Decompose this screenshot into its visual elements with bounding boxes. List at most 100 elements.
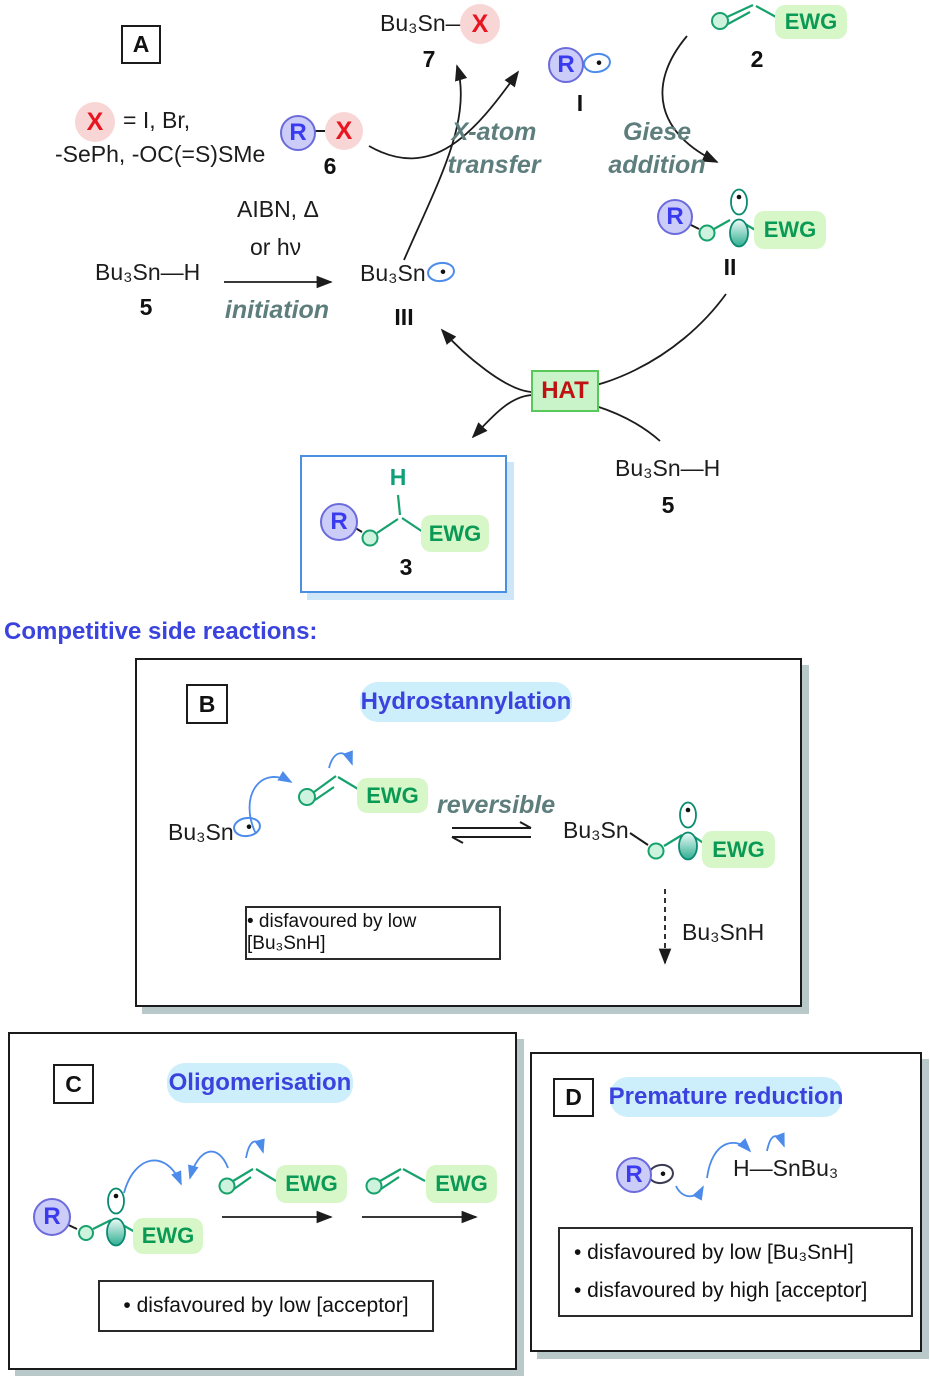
step-giese-addition: Giese addition <box>608 116 705 181</box>
ewg-highlight-II: EWG <box>754 211 826 249</box>
ewg-label: EWG <box>366 782 419 808</box>
arrow-III-to-7 <box>403 64 468 261</box>
radical-orbital-III <box>427 261 455 283</box>
b-adduct-prefix: Bu₃Sn <box>563 817 629 843</box>
panel-d-label: D <box>553 1078 594 1117</box>
side-reactions-heading: Competitive side reactions: <box>4 618 318 645</box>
c-note-box: • disfavoured by low [acceptor] <box>98 1280 434 1332</box>
step-line: Giese <box>622 118 692 146</box>
num-6: 6 <box>323 153 337 179</box>
ewg-highlight-c-acceptor2: EWG <box>426 1165 497 1203</box>
hat-badge: HAT <box>531 370 599 412</box>
num-7: 7 <box>422 46 436 72</box>
x-circle-legend: X <box>75 102 115 142</box>
x-letter: X <box>471 9 489 38</box>
note-text: • disfavoured by low [Bu₃SnH] <box>574 1241 854 1265</box>
ewg-label: EWG <box>428 520 482 546</box>
b-note-box: • disfavoured by low [Bu₃SnH] <box>245 906 501 960</box>
r-letter: R <box>666 203 684 230</box>
r-circle-product: R <box>320 503 358 541</box>
black-bonds <box>61 130 700 1230</box>
r-circle-6: R <box>280 115 316 151</box>
tin-halide-formula: Bu₃Sn— <box>380 10 469 36</box>
x-legend-line1: = I, Br, <box>123 107 191 133</box>
conditions-line1: AIBN, Δ <box>237 196 319 222</box>
note-text: • disfavoured by high [acceptor] <box>574 1279 868 1302</box>
ewg-label: EWG <box>285 1171 338 1196</box>
r-circle-d: R <box>616 1157 652 1193</box>
x-letter: X <box>335 116 353 145</box>
radical-orbital-b <box>233 816 261 838</box>
premature-reduction-title: Premature reduction <box>608 1077 844 1117</box>
b-tin-hydride: Bu₃SnH <box>682 919 765 945</box>
r-circle-c: R <box>33 1198 71 1236</box>
arrow-6-to-I <box>368 70 520 160</box>
b-tin-radical: Bu₃Sn <box>168 819 234 845</box>
step-x-atom-transfer: X-atom transfer <box>447 116 540 181</box>
p-orbital-c-radical <box>106 1187 126 1247</box>
oligomerisation-title: Oligomerisation <box>167 1063 353 1103</box>
step-line: addition <box>608 150 706 179</box>
initiation-label: initiation <box>224 296 330 324</box>
r-letter: R <box>625 1161 643 1188</box>
radical-orbital-I <box>583 52 611 74</box>
ewg-highlight-c-acceptor1: EWG <box>276 1165 347 1203</box>
r-letter: R <box>330 508 348 535</box>
p-orbital-b-adduct <box>678 801 698 861</box>
panel-a-letter: A <box>132 31 150 57</box>
equilibrium-arrows <box>451 821 532 844</box>
r-circle-II: R <box>657 199 693 235</box>
green-bonds <box>92 4 777 1233</box>
num-5: 5 <box>139 294 153 320</box>
p-orbital-II <box>729 188 749 248</box>
ewg-highlight-b-acceptor: EWG <box>357 778 428 813</box>
x-circle-7: X <box>460 4 500 44</box>
title-text: Hydrostannylation <box>360 688 572 715</box>
r-circle-I: R <box>548 47 584 83</box>
ewg-label: EWG <box>784 9 838 34</box>
panel-b-label: B <box>186 684 228 724</box>
num-5b: 5 <box>661 492 675 518</box>
num-II: II <box>723 254 737 280</box>
num-3: 3 <box>399 554 413 580</box>
r-letter: R <box>43 1203 61 1230</box>
step-line: X-atom <box>451 118 537 146</box>
tin-hydride-5-formula: Bu₃Sn—H <box>95 259 201 285</box>
ewg-highlight-b-adduct: EWG <box>702 831 775 868</box>
conditions-line2: or hν <box>250 234 302 260</box>
title-text: Oligomerisation <box>168 1069 352 1096</box>
tin-hydride-5b-formula: Bu₃Sn—H <box>615 455 721 481</box>
ewg-label: EWG <box>435 1171 488 1196</box>
d-tin-hydride: H—SnBu₃ <box>733 1155 839 1181</box>
title-text: Premature reduction <box>608 1083 844 1110</box>
hydrostannylation-title: Hydrostannylation <box>360 682 572 722</box>
hat-label: HAT <box>541 377 589 404</box>
panel-a-label: A <box>121 25 161 64</box>
ewg-label: EWG <box>763 217 817 242</box>
tin-radical-formula: Bu₃Sn <box>360 260 426 286</box>
ewg-label: EWG <box>141 1223 195 1248</box>
num-I: I <box>576 90 584 116</box>
carbon-circles <box>78 12 729 1241</box>
d-note-box: • disfavoured by low [Bu₃SnH] • disfavou… <box>558 1227 913 1317</box>
step-line: transfer <box>447 150 541 179</box>
arrow-2-to-II <box>661 35 719 163</box>
note-text: • disfavoured by low [acceptor] <box>123 1294 409 1317</box>
x-legend-line2: -SePh, -OC(=S)SMe <box>55 141 266 167</box>
ewg-highlight-c-radical: EWG <box>133 1218 203 1254</box>
r-letter: R <box>289 119 307 146</box>
num-2: 2 <box>750 46 764 72</box>
x-circle-6: X <box>325 112 363 150</box>
panel-b-letter: B <box>198 690 216 717</box>
ewg-label: EWG <box>712 836 765 862</box>
panel-c-letter: C <box>65 1070 82 1097</box>
reversible-label: reversible <box>437 791 556 819</box>
panel-d-letter: D <box>565 1084 582 1110</box>
curly-arrows <box>123 750 785 1201</box>
r-letter: R <box>557 51 575 78</box>
product-h-label: H <box>389 464 407 490</box>
x-letter: X <box>86 107 104 136</box>
ewg-highlight-product: EWG <box>421 515 489 552</box>
note-text: • disfavoured by low [Bu₃SnH] <box>247 911 417 954</box>
